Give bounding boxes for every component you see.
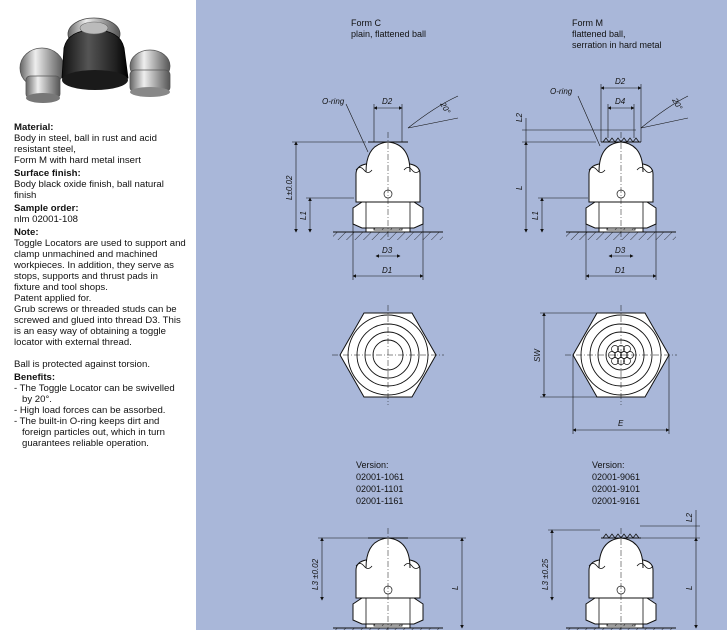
photo-locator-center <box>61 17 129 90</box>
version-c-side-view <box>332 527 444 630</box>
dim-l1: L1 <box>531 211 540 220</box>
dim-angle: 20° <box>438 100 453 117</box>
dim-e: E <box>618 419 624 428</box>
form-c-title: Form C <box>351 18 381 28</box>
dim-l2: L2 <box>685 513 694 522</box>
dim-sw: SW <box>533 348 542 362</box>
form-m-title: Form M <box>572 18 603 28</box>
dim-d1: D1 <box>382 266 392 275</box>
dim-d2: D2 <box>382 97 393 106</box>
note-heading: Note: <box>14 227 39 238</box>
note-text: Grub screws or threaded studs can be scr… <box>14 304 181 348</box>
note-text: Toggle Locators are used to support and … <box>14 238 186 293</box>
dim-l3: L3 ±0.25 <box>541 558 550 590</box>
form-c-dimensions <box>292 95 459 280</box>
dim-l3: L3 ±0.02 <box>311 558 320 590</box>
benefit-item: - The Toggle Locator can be swivelled by… <box>14 383 175 405</box>
version-heading-c: Version: <box>356 460 389 470</box>
sample-text: nlm 02001-108 <box>14 214 79 225</box>
note-text: Patent applied for. <box>14 293 92 304</box>
oring-label: O-ring <box>322 97 345 106</box>
material-line: Form M with hard metal insert <box>14 155 141 166</box>
benefit-item: - The built-in O-ring keeps dirt and for… <box>14 416 165 449</box>
product-description: Material: Body in steel, ball in rust an… <box>14 120 186 449</box>
dim-d4: D4 <box>615 97 626 106</box>
form-c-top-view <box>331 304 445 406</box>
dim-l: L <box>515 186 524 190</box>
benefits-list: - The Toggle Locator can be swivelled by… <box>14 383 186 449</box>
form-c-side-view <box>332 131 444 241</box>
product-info-column: Material: Body in steel, ball in rust an… <box>0 0 190 630</box>
form-c-description: plain, flattened ball <box>351 29 427 39</box>
material-heading: Material: <box>14 122 54 133</box>
product-photo <box>19 17 171 103</box>
version-heading-m: Version: <box>592 460 625 470</box>
surface-text: Body black oxide finish, ball natural fi… <box>14 179 164 201</box>
form-m-side-view <box>565 131 677 241</box>
oring-label: O-ring <box>550 87 573 96</box>
version-number: 02001-9061 <box>592 472 641 482</box>
version-dimensions <box>318 510 700 629</box>
benefit-item: - High load forces can be assorbed. <box>14 405 166 416</box>
photo-locator-right <box>129 49 171 97</box>
form-m-description: serration in hard metal <box>572 40 662 50</box>
dim-d2: D2 <box>615 77 626 86</box>
benefits-heading: Benefits: <box>14 372 56 383</box>
version-number: 02001-1101 <box>356 484 404 494</box>
dim-angle: 20° <box>670 96 685 113</box>
dim-l2: L2 <box>515 113 524 122</box>
version-number: 02001-9101 <box>592 484 641 494</box>
dim-l1: L1 <box>299 211 308 220</box>
surface-heading: Surface finish: <box>14 168 81 179</box>
version-number: 02001-9161 <box>592 496 641 506</box>
form-m-description: flattened ball, <box>572 29 626 39</box>
version-m-side-view <box>565 527 677 630</box>
technical-drawing: Form C plain, flattened ball Form M flat… <box>196 0 727 630</box>
dim-d3: D3 <box>615 246 626 255</box>
material-line: Body in steel, ball in rust and acid res… <box>14 133 157 155</box>
note-text: Ball is protected against torsion. <box>14 359 150 370</box>
dim-d3: D3 <box>382 246 393 255</box>
photo-locator-left <box>19 47 65 103</box>
version-number: 02001-1161 <box>356 496 404 506</box>
form-m-dimensions <box>522 84 689 280</box>
top-view-dimensions <box>540 312 670 434</box>
dim-l: L <box>451 586 460 590</box>
dim-l: L±0.02 <box>285 175 294 200</box>
dim-d1: D1 <box>615 266 625 275</box>
drawing-canvas: D2 D3 D1 O-ring L±0.02 L1 20° <box>285 77 700 630</box>
version-number: 02001-1061 <box>356 472 405 482</box>
sample-heading: Sample order: <box>14 203 79 214</box>
dim-l: L <box>685 586 694 590</box>
form-m-top-view <box>564 304 678 406</box>
